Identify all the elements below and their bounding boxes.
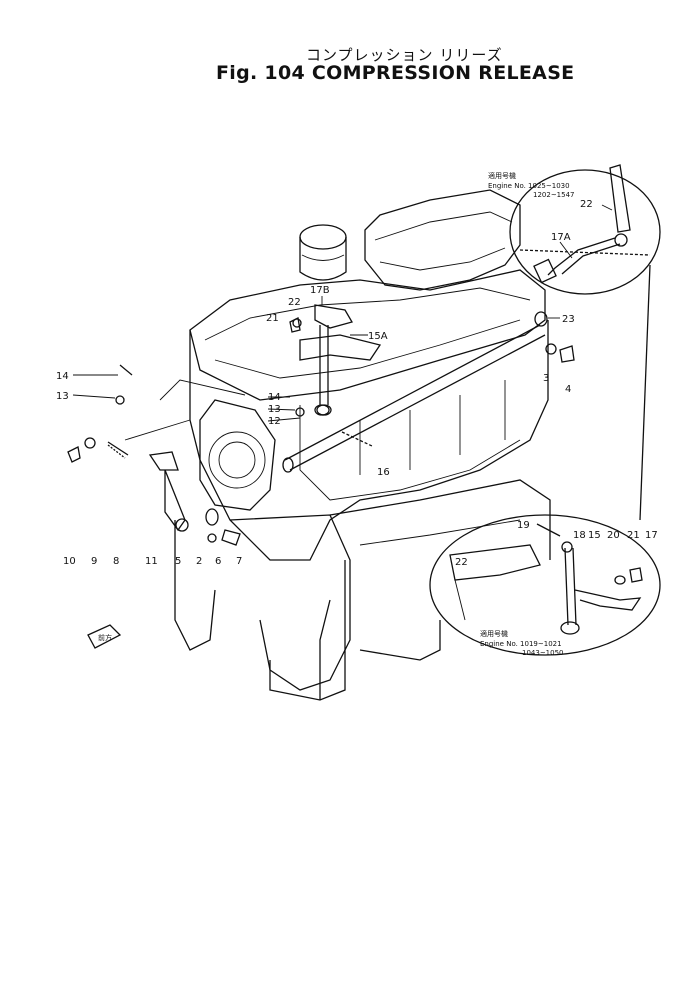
part-labels: 14 13 10 9 8 11 5 2 6 7 21 22 17B 15A 14… [56, 199, 658, 568]
lever-assembly-left [67, 364, 246, 546]
lower-inset: 適用号機 Engine No. 1019~1021 1043~1050 [429, 514, 661, 657]
right-small-parts [289, 311, 575, 447]
front-direction-mark: 前方 [87, 624, 122, 649]
part-label: 15A [368, 331, 388, 342]
part-label: 8 [113, 556, 119, 567]
part-label: 4 [565, 384, 571, 395]
leader-lines [72, 204, 613, 422]
upper-inset-engine-label: Engine No. 1025~1030 [488, 182, 570, 190]
part-label: 17B [310, 285, 330, 296]
part-label: 14 [268, 392, 281, 403]
figure-title: Fig. 104 COMPRESSION RELEASE [216, 62, 575, 84]
part-label: 21 [627, 530, 640, 541]
part-label: 21 [266, 313, 279, 324]
part-label: 5 [175, 556, 181, 567]
release-lever-upper [299, 304, 382, 416]
upper-inset: 適用号機 Engine No. 1025~1030 1202~1547 [488, 164, 661, 521]
part-label: 7 [236, 556, 242, 567]
lower-inset-jp-note: 適用号機 [480, 629, 508, 638]
figure-title-japanese: コンプレッション リリーズ [306, 46, 503, 64]
part-label: 2 [196, 556, 202, 567]
part-label: 10 [63, 556, 76, 567]
part-label: 13 [268, 404, 281, 415]
part-label: 17 [645, 530, 658, 541]
part-label: 17A [551, 232, 571, 243]
part-label: 22 [288, 297, 301, 308]
part-label: 18 [573, 530, 586, 541]
part-label: 14 [56, 371, 69, 382]
part-label: 22 [580, 199, 593, 210]
engine-block [174, 189, 551, 701]
part-label: 19 [517, 520, 530, 531]
part-label: 20 [607, 530, 620, 541]
lower-inset-engine-label: Engine No. 1019~1021 [480, 640, 562, 648]
front-mark-label: 前方 [98, 633, 112, 642]
part-label: 22 [455, 557, 468, 568]
part-label: 11 [145, 556, 158, 567]
part-label: 16 [377, 467, 390, 478]
camshaft-release-shaft [282, 324, 546, 473]
part-label: 9 [91, 556, 97, 567]
upper-inset-engine-label-2: 1202~1547 [533, 191, 575, 199]
part-label: 23 [562, 314, 575, 325]
lower-inset-engine-label-2: 1043~1050 [522, 649, 564, 657]
upper-inset-jp-note: 適用号機 [488, 171, 516, 180]
part-label: 13 [56, 391, 69, 402]
part-label: 6 [215, 556, 221, 567]
part-label: 15 [588, 530, 601, 541]
part-label: 12 [268, 416, 281, 427]
part-label: 3 [543, 373, 549, 384]
